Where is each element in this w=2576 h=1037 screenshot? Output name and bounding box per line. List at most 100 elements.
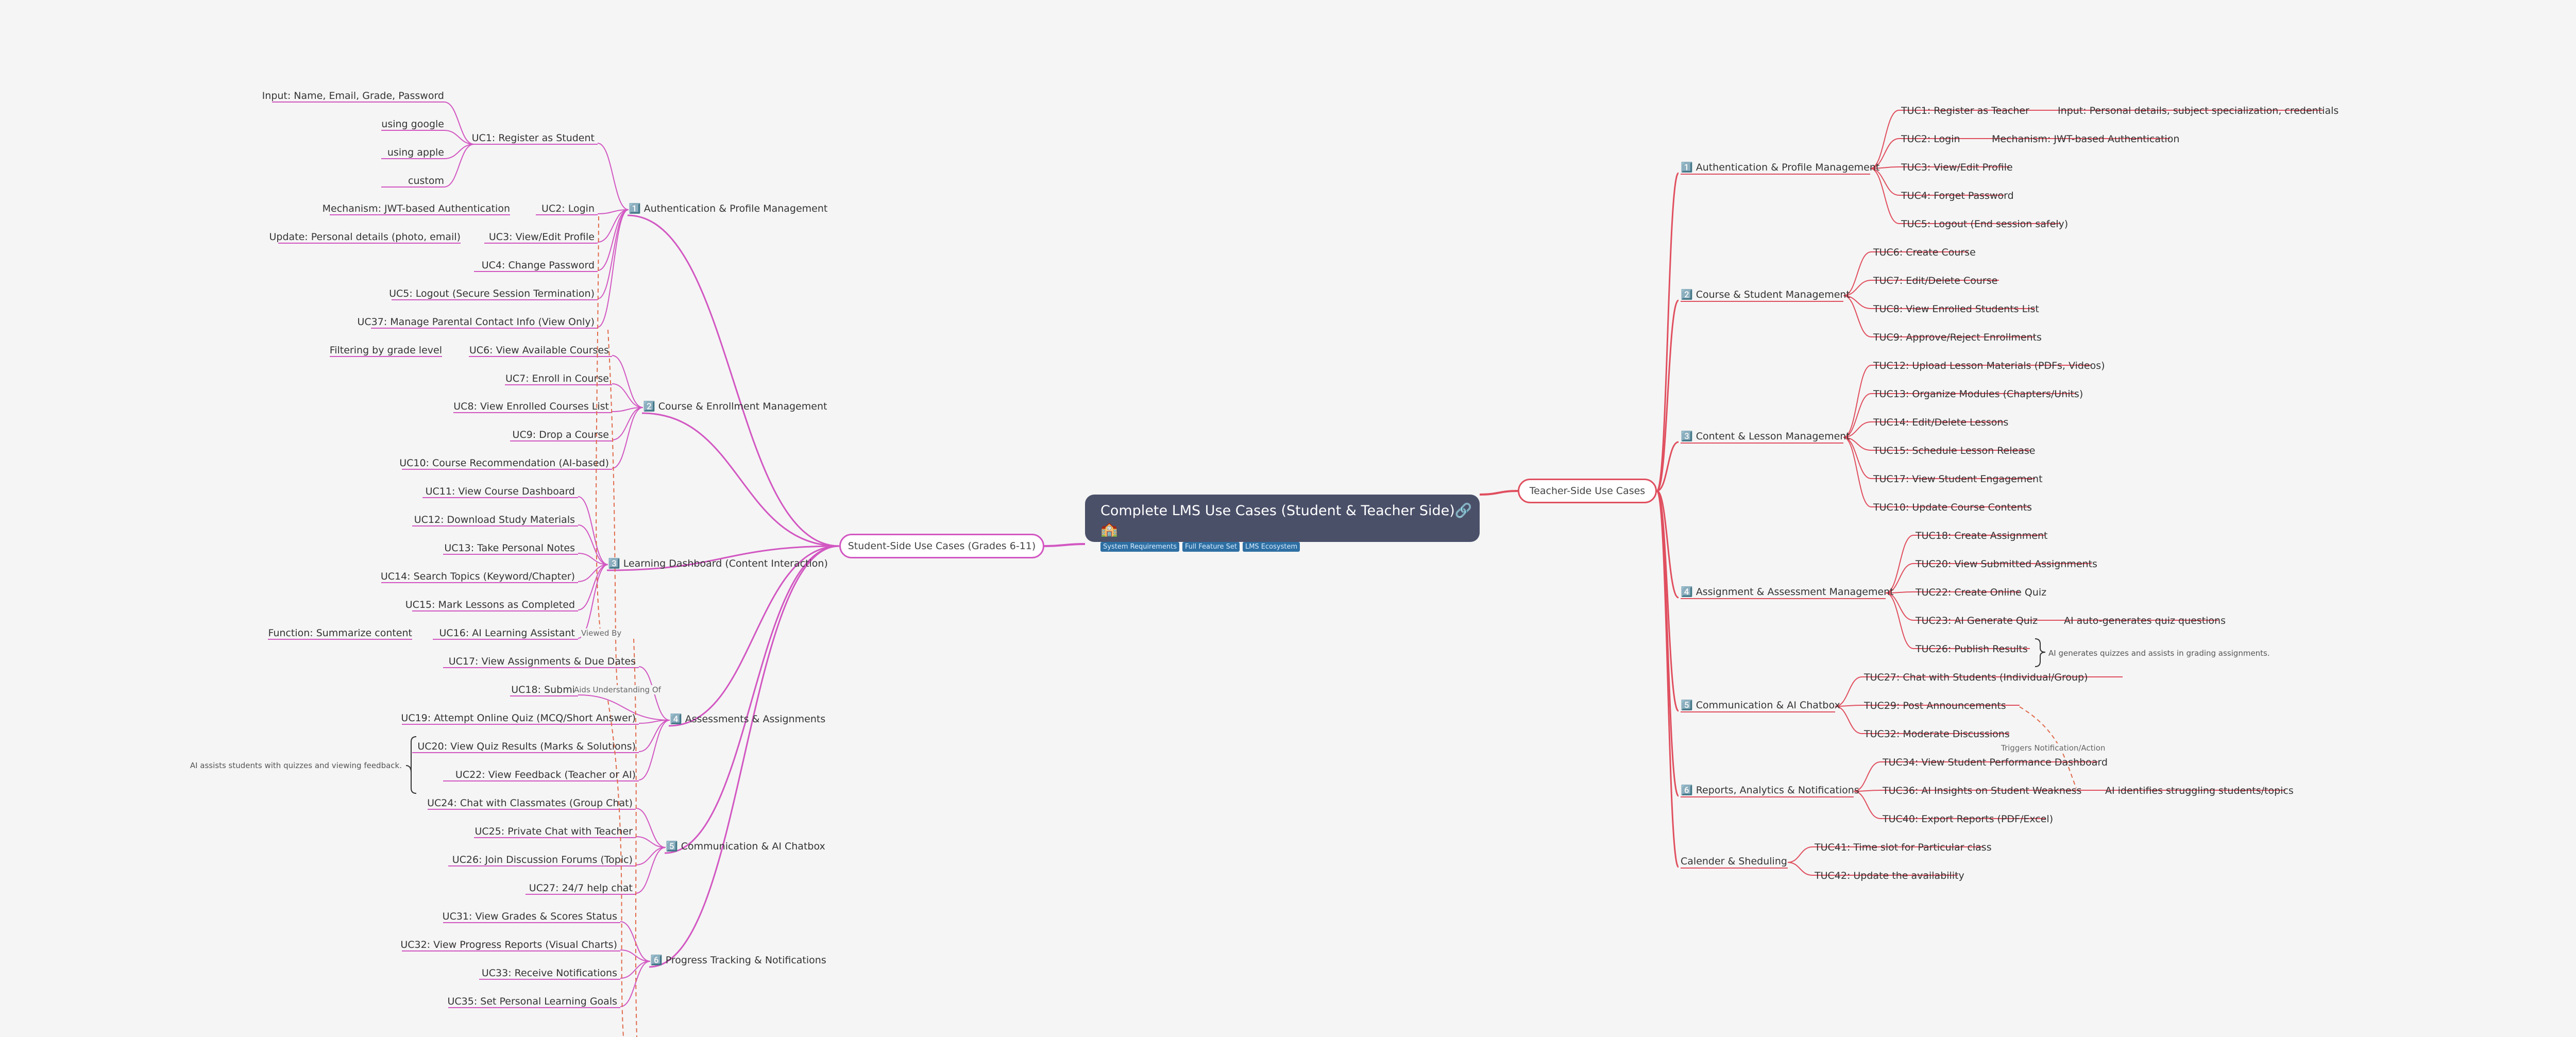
uc1-input-node[interactable]: Input: Name, Email, Grade, Password [262, 90, 444, 101]
tuc5-node[interactable]: TUC5: Logout (End session safely) [1901, 218, 2069, 230]
teacher-assess-category[interactable]: 4️⃣ Assignment & Assessment Management [1681, 586, 1894, 598]
uc31-node[interactable]: UC31: View Grades & Scores Status [442, 911, 617, 922]
teacher-comm-category[interactable]: 5️⃣ Communication & AI Chatbox [1681, 700, 1840, 711]
uc2-node[interactable]: UC2: Login [541, 203, 595, 214]
tuc10-node[interactable]: TUC10: Update Course Contents [1873, 502, 2032, 513]
uc32-node[interactable]: UC32: View Progress Reports (Visual Char… [400, 939, 617, 950]
tuc34-node[interactable]: TUC34: View Student Performance Dashboar… [1883, 757, 2108, 768]
student-course-category[interactable]: 2️⃣ Course & Enrollment Management [643, 401, 827, 412]
uc10-node[interactable]: UC10: Course Recommendation (AI-based) [399, 457, 609, 469]
tuc14-node[interactable]: TUC14: Edit/Delete Lessons [1873, 417, 2009, 428]
tuc27-node[interactable]: TUC27: Chat with Students (Individual/Gr… [1864, 672, 2088, 683]
uc35-node[interactable]: UC35: Set Personal Learning Goals [447, 996, 617, 1007]
tuc23-node[interactable]: TUC23: AI Generate Quiz [1916, 615, 2038, 626]
tuc1-input-node[interactable]: Input: Personal details, subject special… [2058, 105, 2339, 116]
tuc1-node[interactable]: TUC1: Register as Teacher [1901, 105, 2029, 116]
uc26-node[interactable]: UC26: Join Discussion Forums (Topic) [452, 854, 633, 865]
tuc13-node[interactable]: TUC13: Organize Modules (Chapters/Units) [1873, 388, 2083, 400]
uc1-custom-node[interactable]: custom [408, 175, 444, 186]
uc13-node[interactable]: UC13: Take Personal Notes [444, 542, 575, 554]
tuc8-node[interactable]: TUC8: View Enrolled Students List [1873, 303, 2039, 315]
uc25-node[interactable]: UC25: Private Chat with Teacher [474, 826, 633, 837]
teacher-side-node[interactable]: Teacher-Side Use Cases [1518, 479, 1657, 503]
uc1-apple-node[interactable]: using apple [387, 147, 444, 158]
tag-full-feature-set[interactable]: Full Feature Set [1182, 542, 1240, 552]
uc17-node[interactable]: UC17: View Assignments & Due Dates [448, 656, 636, 667]
tuc15-node[interactable]: TUC15: Schedule Lesson Release [1873, 445, 2036, 456]
uc4-node[interactable]: UC4: Change Password [481, 260, 595, 271]
uc6-filter-node[interactable]: Filtering by grade level [329, 345, 442, 356]
uc14-node[interactable]: UC14: Search Topics (Keyword/Chapter) [380, 571, 575, 582]
edge-student-category-0 [627, 214, 840, 547]
uc3-update-node[interactable]: Update: Personal details (photo, email) [269, 231, 461, 243]
root-node[interactable]: Complete LMS Use Cases (Student & Teache… [1085, 495, 1480, 552]
tuc3-node[interactable]: TUC3: View/Edit Profile [1901, 162, 2013, 173]
tuc4-node[interactable]: TUC4: Forget Password [1901, 190, 2014, 201]
uc5-node[interactable]: UC5: Logout (Secure Session Termination) [389, 288, 595, 299]
teacher-reports-category[interactable]: 6️⃣ Reports, Analytics & Notifications [1681, 785, 1859, 796]
tuc36-note-node[interactable]: AI identifies struggling students/topics [2105, 785, 2294, 796]
uc9-node[interactable]: UC9: Drop a Course [512, 429, 609, 440]
edge-student-1-leaf-2 [612, 407, 643, 412]
uc16-fn-node[interactable]: Function: Summarize content [268, 627, 412, 639]
student-assess-category[interactable]: 4️⃣ Assessments & Assignments [670, 713, 826, 725]
student-comm-category[interactable]: 5️⃣ Communication & AI Chatbox [666, 841, 825, 852]
teacher-content-category[interactable]: 3️⃣ Content & Lesson Management [1681, 431, 1850, 442]
edge-teacher-4-leaf-0 [1835, 676, 1862, 707]
tuc9-node[interactable]: TUC9: Approve/Reject Enrollments [1873, 332, 2042, 343]
tuc20-node[interactable]: TUC20: View Submitted Assignments [1916, 558, 2097, 570]
uc22-node[interactable]: UC22: View Feedback (Teacher or AI) [455, 769, 636, 780]
uc19-node[interactable]: UC19: Attempt Online Quiz (MCQ/Short Ans… [401, 712, 636, 724]
edge-student-0-leaf-1 [597, 209, 629, 214]
uc8-node[interactable]: UC8: View Enrolled Courses List [453, 401, 609, 412]
edge-student-5-leaf-2 [620, 961, 651, 979]
tuc7-node[interactable]: TUC7: Edit/Delete Course [1873, 275, 1998, 286]
student-progress-category[interactable]: 6️⃣ Progress Tracking & Notifications [650, 955, 826, 966]
uc20-node[interactable]: UC20: View Quiz Results (Marks & Solutio… [417, 741, 636, 752]
tuc42-node[interactable]: TUC42: Update the availability [1815, 870, 1964, 881]
edge-teacher-0-leaf-2 [1870, 166, 1900, 169]
tuc32-node[interactable]: TUC32: Moderate Discussions [1864, 728, 2010, 740]
uc16-node[interactable]: UC16: AI Learning Assistant [439, 627, 575, 639]
tuc41-node[interactable]: TUC41: Time slot for Particular class [1815, 842, 1992, 853]
student-side-node[interactable]: Student-Side Use Cases (Grades 6-11) [839, 534, 1044, 558]
teacher-auth-category[interactable]: 1️⃣ Authentication & Profile Management [1681, 162, 1880, 173]
uc6-node[interactable]: UC6: View Available Courses [469, 345, 609, 356]
edge-student-2-leaf-0 [578, 496, 608, 565]
tuc29-node[interactable]: TUC29: Post Announcements [1864, 700, 2006, 711]
teacher-course-category[interactable]: 2️⃣ Course & Student Management [1681, 289, 1850, 300]
edge-teacher-4-leaf-2 [1835, 706, 1862, 734]
student-auth-category[interactable]: 1️⃣ Authentication & Profile Management [629, 203, 828, 214]
student-learning-category[interactable]: 3️⃣ Learning Dashboard (Content Interact… [608, 558, 828, 569]
uc2-mech-node[interactable]: Mechanism: JWT-based Authentication [322, 203, 510, 214]
uc1-google-node[interactable]: using google [381, 118, 444, 130]
tuc12-node[interactable]: TUC12: Upload Lesson Materials (PDFs, Vi… [1873, 360, 2105, 371]
tuc26-node[interactable]: TUC26: Publish Results [1916, 643, 2028, 655]
uc37-node[interactable]: UC37: Manage Parental Contact Info (View… [357, 316, 595, 328]
uc27-node[interactable]: UC27: 24/7 help chat [529, 882, 633, 894]
uc12-node[interactable]: UC12: Download Study Materials [414, 514, 575, 525]
uc33-node[interactable]: UC33: Receive Notifications [481, 967, 617, 979]
tuc18-node[interactable]: TUC18: Create Assignment [1916, 530, 2048, 541]
tag-system-requirements[interactable]: System Requirements [1100, 542, 1179, 552]
teacher-calendar-category[interactable]: Calender & Sheduling [1681, 856, 1787, 867]
tuc36-node[interactable]: TUC36: AI Insights on Student Weakness [1883, 785, 2082, 796]
tag-lms-ecosystem[interactable]: LMS Ecosystem [1242, 542, 1300, 552]
tuc2-mech-node[interactable]: Mechanism: JWT-based Authentication [1992, 133, 2180, 145]
tuc40-node[interactable]: TUC40: Export Reports (PDF/Excel) [1883, 813, 2054, 825]
uc24-node[interactable]: UC24: Chat with Classmates (Group Chat) [427, 797, 633, 809]
edge-teacher-1-leaf-0 [1843, 251, 1872, 296]
tuc6-node[interactable]: TUC6: Create Course [1873, 247, 1976, 258]
uc15-node[interactable]: UC15: Mark Lessons as Completed [405, 599, 575, 610]
uc7-node[interactable]: UC7: Enroll in Course [505, 373, 609, 384]
uc18-node[interactable]: UC18: Submi [511, 684, 575, 695]
tuc22-node[interactable]: TUC22: Create Online Quiz [1916, 587, 2047, 598]
tuc17-node[interactable]: TUC17: View Student Engagement [1873, 473, 2043, 485]
tuc2-node[interactable]: TUC2: Login [1901, 133, 1960, 145]
edge-teacher-2-leaf-4 [1843, 437, 1872, 479]
uc11-node[interactable]: UC11: View Course Dashboard [425, 486, 575, 497]
tuc23-note-node[interactable]: AI auto-generates quiz questions [2064, 615, 2226, 626]
uc3-node[interactable]: UC3: View/Edit Profile [488, 231, 595, 243]
uc1-node[interactable]: UC1: Register as Student [471, 132, 595, 144]
edge-student-category-3 [668, 545, 840, 727]
